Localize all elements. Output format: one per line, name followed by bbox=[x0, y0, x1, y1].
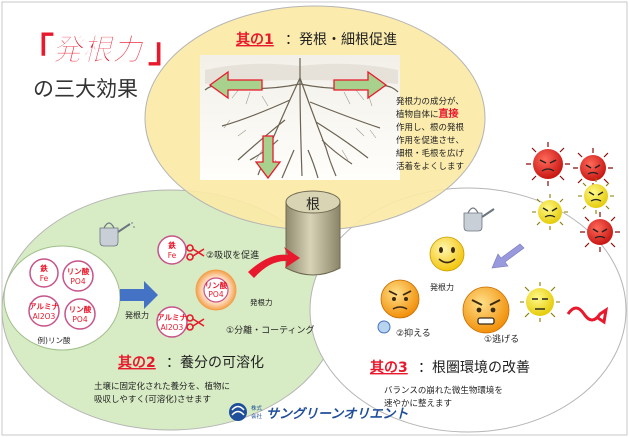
section2-agent-label: 発根力 bbox=[125, 310, 149, 320]
logo-mark-icon bbox=[229, 403, 247, 421]
section1-mark: 其の1 bbox=[236, 32, 274, 48]
section3-body-line-1: バランスの崩れた微生物環境を bbox=[384, 385, 503, 396]
svg-text:Fe: Fe bbox=[40, 274, 49, 283]
section1-body: 発根力の成分が、 植物自体に直接 作用し、根の発根 作用を促進させ、 細根・毛根… bbox=[396, 96, 465, 172]
logo-small-top: 株式 bbox=[251, 404, 263, 412]
item-iron-right: 鉄 Fe bbox=[157, 235, 187, 265]
step-absorb: ②吸収を促進 bbox=[206, 249, 259, 261]
svg-text:Fe: Fe bbox=[168, 251, 177, 260]
center-label: 根 bbox=[306, 197, 320, 213]
section2-heading: 其の2 ：養分の可溶化 bbox=[118, 354, 264, 371]
escape-squiggle bbox=[566, 306, 609, 325]
section3-title: ：根圏環境の改善 bbox=[418, 360, 530, 376]
svg-text:PO4: PO4 bbox=[72, 315, 87, 324]
item-phosphate-left-1: リン酸 PO4 bbox=[62, 260, 94, 292]
root-illustration bbox=[200, 55, 400, 180]
svg-text:鉄: 鉄 bbox=[40, 263, 48, 273]
brand-name: 発根力 bbox=[52, 33, 145, 68]
nutrient-group-left: 鉄 Fe リン酸 PO4 アルミナ Al2O3 リン酸 PO4 例)リン酸 bbox=[3, 245, 121, 351]
section3-mark: 其の3 bbox=[370, 360, 408, 376]
logo-name: サングリーンオリエント bbox=[266, 406, 408, 422]
section2-body-line-1: 土壌に固定化された養分を、植物に bbox=[94, 381, 230, 392]
section1-line-3: 作用し、根の発根 bbox=[396, 122, 465, 133]
section3-heading: 其の3 ：根圏環境の改善 bbox=[370, 360, 530, 376]
section1-line-2: 植物自体に直接 bbox=[396, 107, 459, 120]
section1-line-1: 発根力の成分が、 bbox=[396, 96, 464, 107]
coat-label: 発根力 bbox=[250, 297, 273, 307]
svg-text:リン酸: リン酸 bbox=[67, 266, 90, 276]
svg-text:リン酸: リン酸 bbox=[69, 304, 92, 314]
section2-body-line-2: 吸収しやすく(可溶化)させます bbox=[94, 394, 211, 405]
arrow-right bbox=[333, 70, 388, 100]
company-logo: 株式 会社 サングリーンオリエント bbox=[229, 403, 408, 422]
logo-small-bottom: 会社 bbox=[251, 412, 263, 420]
item-iron-left: 鉄 Fe bbox=[29, 258, 59, 288]
section3-agent-label: 発根力 bbox=[430, 282, 454, 292]
brand-title: 「 発根力 」 bbox=[20, 31, 182, 71]
subtitle: の三大効果 bbox=[33, 77, 138, 101]
section1-heading: 其の1 ：発根・細根促進 bbox=[236, 32, 397, 48]
svg-text:Al2O3: Al2O3 bbox=[161, 323, 184, 332]
microbe-yellow-1 bbox=[578, 178, 614, 214]
scissors-icon-bottom bbox=[186, 314, 205, 331]
section3-body-line-2: 速やかに整えます bbox=[384, 398, 452, 409]
section1-line-5: 細根・毛根を広げ bbox=[396, 148, 465, 159]
section1-line-6: 活着をよくします bbox=[396, 161, 464, 172]
face-angry-2 bbox=[462, 286, 510, 334]
svg-text:Al2O3: Al2O3 bbox=[33, 312, 56, 321]
step-separate: ①分離・コーティング bbox=[226, 324, 315, 336]
root-cylinder: 根 bbox=[285, 190, 341, 276]
watering-can-left bbox=[99, 222, 135, 247]
arrow-left bbox=[208, 70, 263, 100]
watering-can-right bbox=[463, 207, 495, 232]
microbe-yellow-escaping bbox=[520, 282, 560, 322]
cylinder-top bbox=[285, 190, 341, 214]
nutrient-group-right: 鉄 Fe リン酸 PO4 アルミナ Al2O3 bbox=[156, 235, 237, 338]
svg-text:PO4: PO4 bbox=[70, 277, 85, 286]
arrow-blue bbox=[120, 281, 158, 309]
section1-title: ：発根・細根促進 bbox=[285, 32, 397, 48]
face-happy bbox=[429, 236, 465, 272]
arrow-purple bbox=[491, 243, 525, 269]
item-alumina-left: アルミナ Al2O3 bbox=[28, 295, 60, 327]
section1-line-4: 作用を促進させ、 bbox=[396, 135, 464, 146]
svg-text:鉄: 鉄 bbox=[168, 240, 176, 250]
brand-bracket-close: 」 bbox=[148, 31, 182, 71]
item-phosphate-coated: リン酸 PO4 bbox=[195, 269, 237, 311]
svg-text:PO4: PO4 bbox=[208, 290, 223, 299]
section2-title: ：養分の可溶化 bbox=[166, 354, 264, 371]
step-escape: ①逃げる bbox=[484, 333, 519, 345]
brand-bracket-open: 「 bbox=[20, 31, 54, 71]
fist-icon bbox=[377, 320, 391, 334]
microbe-yellow-2 bbox=[532, 194, 568, 230]
svg-text:アルミナ: アルミナ bbox=[157, 313, 187, 322]
cylinder-body bbox=[285, 201, 341, 276]
sample-label: 例)リン酸 bbox=[38, 335, 71, 345]
item-alumina-right: アルミナ Al2O3 bbox=[156, 306, 188, 338]
microbe-red-1 bbox=[526, 142, 570, 186]
microbe-red-3 bbox=[580, 212, 620, 252]
soil-surface bbox=[205, 63, 398, 84]
item-phosphate-left-2: リン酸 PO4 bbox=[64, 298, 96, 330]
svg-text:アルミナ: アルミナ bbox=[29, 302, 59, 311]
svg-text:リン酸: リン酸 bbox=[205, 280, 228, 290]
face-angry-1 bbox=[380, 279, 420, 319]
section2-mark: 其の2 bbox=[118, 355, 156, 371]
root-growth-arrows bbox=[208, 70, 388, 180]
scissors-icon-top bbox=[186, 244, 205, 261]
arrow-down bbox=[254, 135, 282, 180]
nutrient-pool bbox=[3, 245, 121, 351]
step-suppress: ②抑える bbox=[396, 327, 431, 339]
arrow-red-absorb bbox=[248, 247, 300, 278]
